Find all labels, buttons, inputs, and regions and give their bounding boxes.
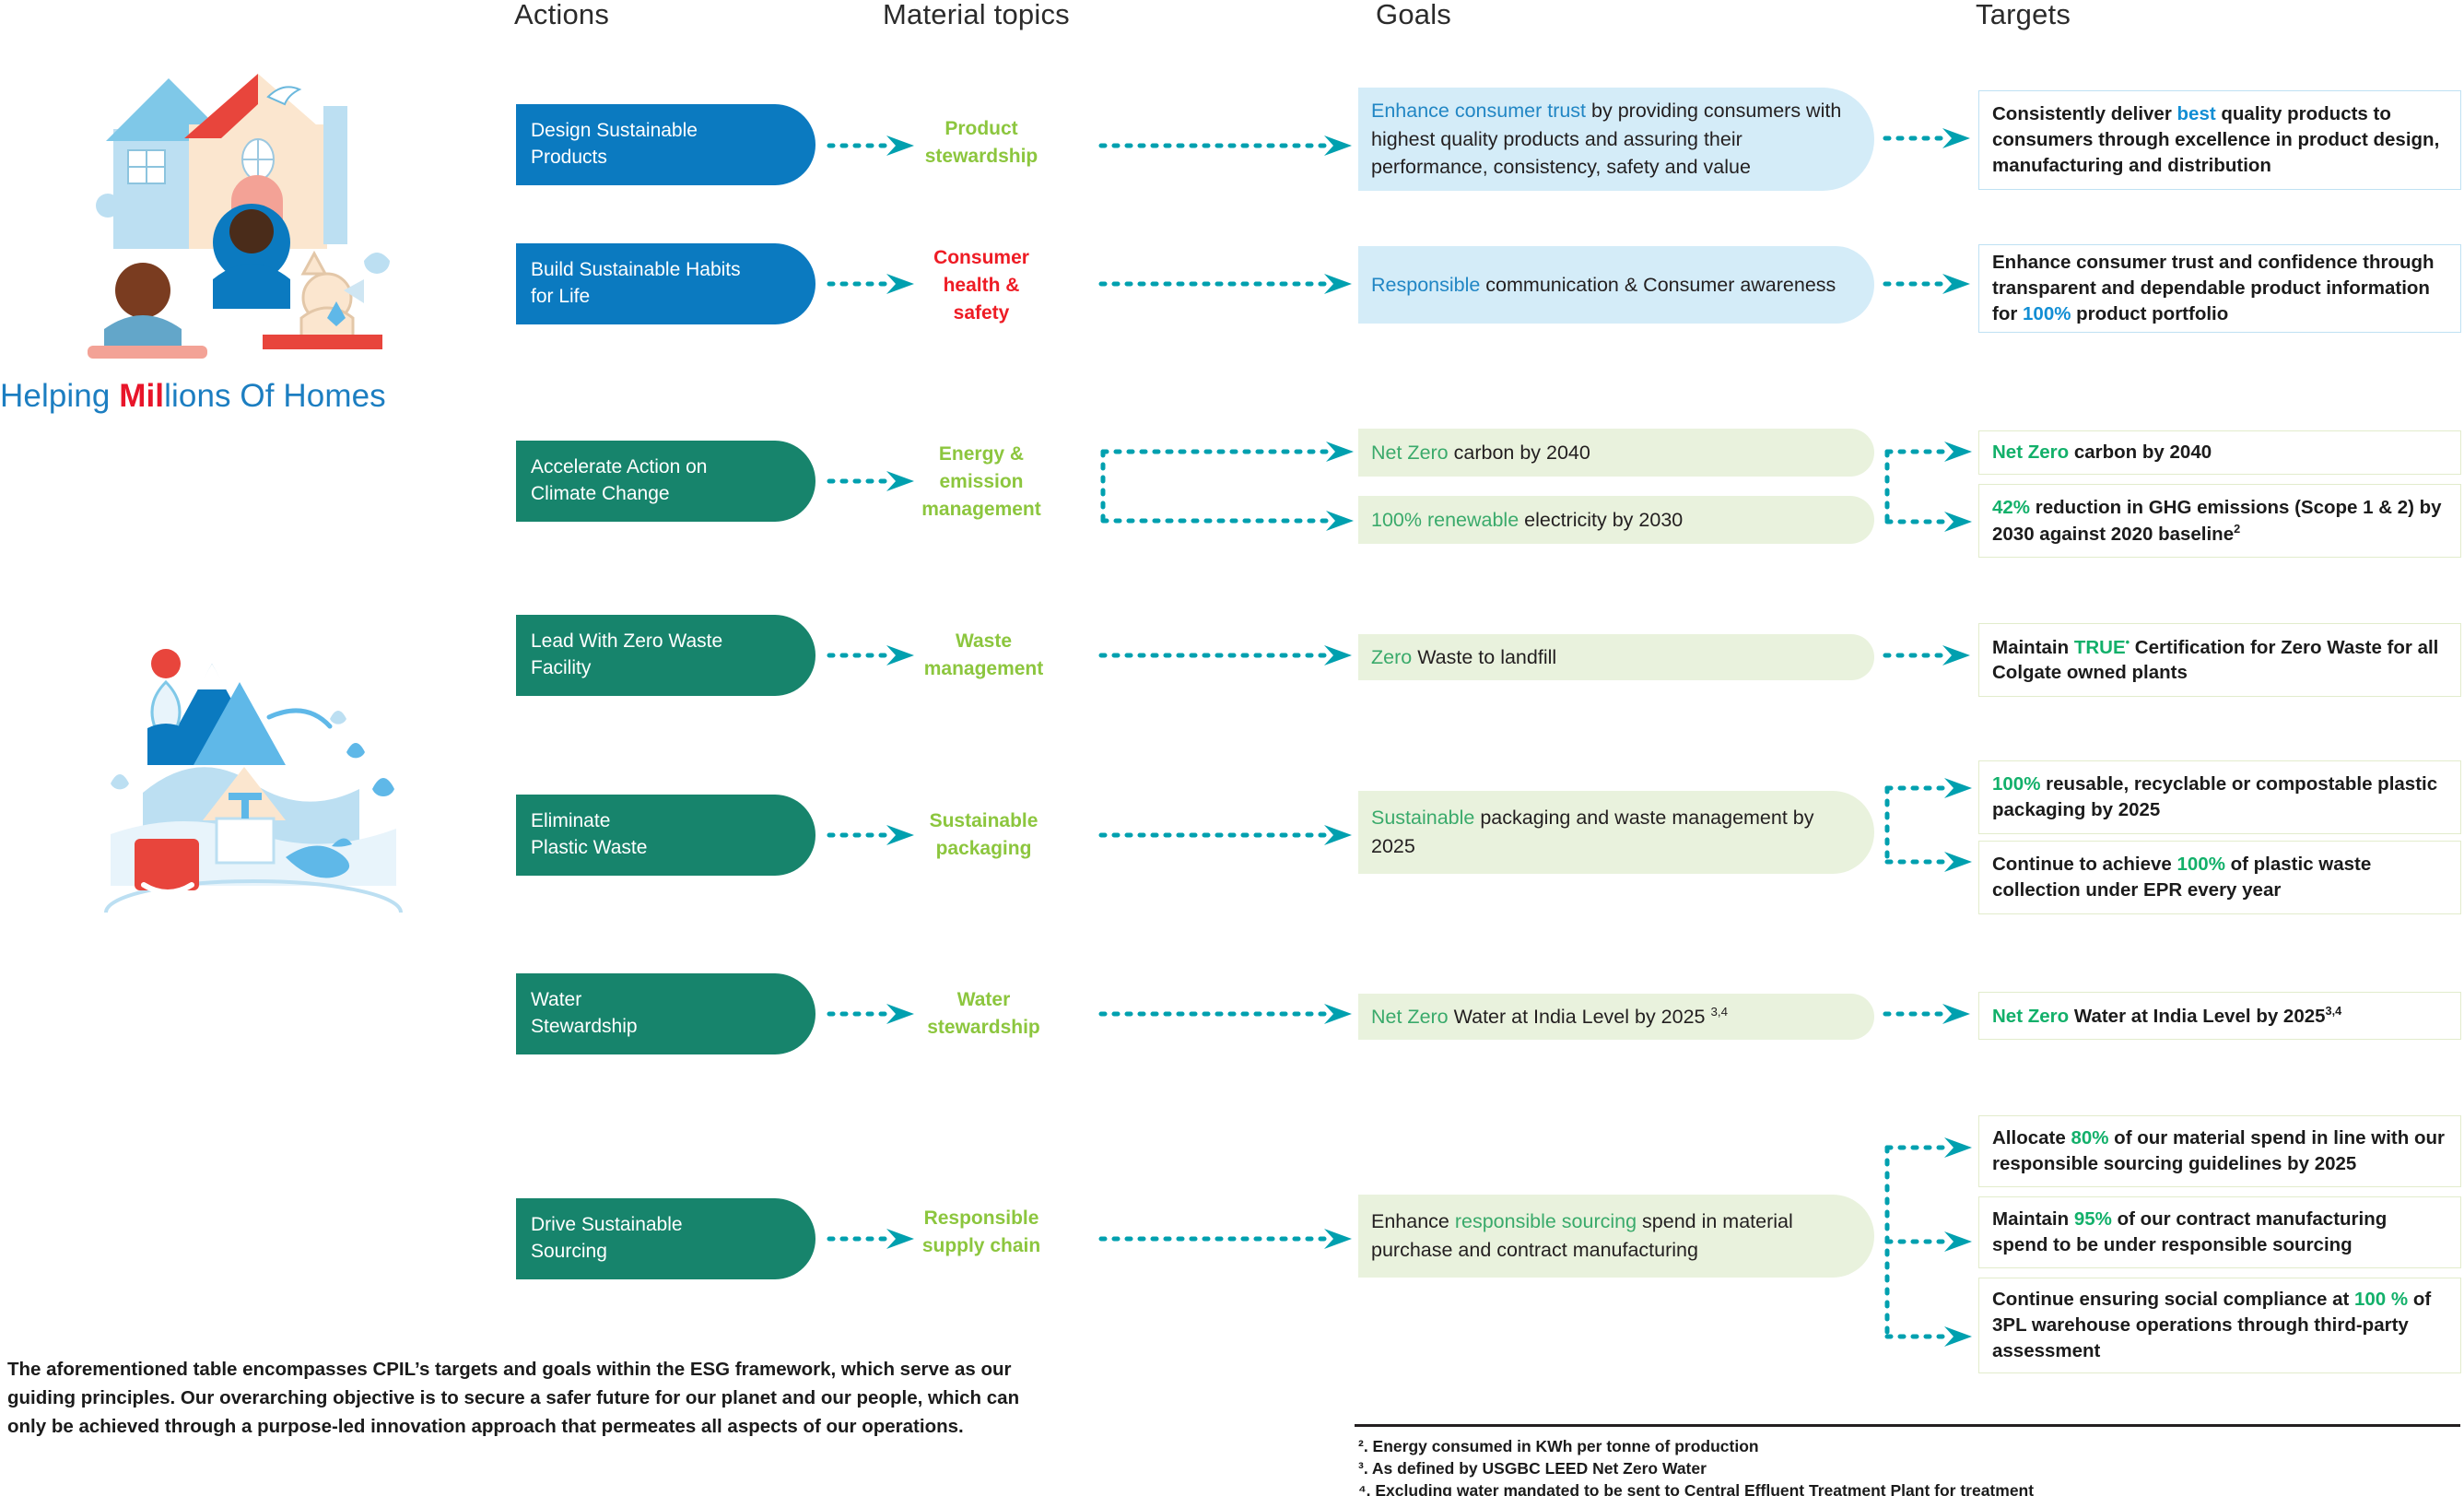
- connector-goal-to-target-1: [1883, 128, 1977, 153]
- goal-text: Net Zero Water at India Level by 2025 3,…: [1371, 1004, 1729, 1028]
- material-topic-water-stewardship: Water stewardship: [927, 989, 1040, 1038]
- connector-topic-to-goals-3: [1100, 442, 1368, 531]
- nature-water-illustration: [104, 649, 403, 913]
- target-box-2-1[interactable]: Enhance consumer trust and confidence th…: [1978, 244, 2461, 333]
- action-pill-eliminate-plastic-waste[interactable]: Eliminate Plastic Waste: [516, 795, 815, 876]
- action-label: Water Stewardship: [531, 989, 638, 1037]
- material-topic-waste-management: Waste management: [923, 630, 1044, 679]
- target-text: Net Zero carbon by 2040: [1992, 442, 2212, 464]
- goal-box-3-1[interactable]: Net Zero carbon by 2040: [1358, 429, 1874, 477]
- connector-topic-to-goal-7: [1098, 1229, 1359, 1254]
- action-label: Lead With Zero Waste Facility: [531, 630, 723, 678]
- goal-text: Net Zero carbon by 2040: [1371, 441, 1590, 464]
- goal-box-2-1[interactable]: Responsible communication & Consumer awa…: [1358, 246, 1874, 324]
- action-pill-lead-zero-waste-facility[interactable]: Lead With Zero Waste Facility: [516, 615, 815, 696]
- target-text: Continue to achieve 100% of plastic wast…: [1992, 854, 2372, 901]
- target-box-7-1[interactable]: Allocate 80% of our material spend in li…: [1978, 1115, 2461, 1187]
- connector-action-to-topic-4: [827, 645, 921, 670]
- column-header-goals: Goals: [1376, 0, 1451, 30]
- connector-topic-to-goal-1: [1098, 135, 1359, 160]
- connector-action-to-topic-7: [827, 1229, 921, 1254]
- connector-topic-to-goal-6: [1098, 1004, 1359, 1029]
- column-header-material-topics: Material topics: [883, 0, 1070, 30]
- action-pill-build-sustainable-habits[interactable]: Build Sustainable Habits for Life: [516, 243, 815, 324]
- goal-text: 100% renewable electricity by 2030: [1371, 508, 1684, 531]
- target-box-6-1[interactable]: Net Zero Water at India Level by 20253,4: [1978, 992, 2461, 1040]
- title-part-accent: Mil: [119, 378, 165, 414]
- title-part: lions Of Homes: [164, 378, 386, 414]
- goal-text: Enhance consumer trust by providing cons…: [1371, 99, 1842, 179]
- material-topic-product-stewardship: Product stewardship: [924, 118, 1038, 167]
- footnote-4: ⁴. Excluding water mandated to be sent t…: [1358, 1481, 2035, 1496]
- action-label: Accelerate Action on Climate Change: [531, 456, 708, 504]
- goal-box-7-1[interactable]: Enhance responsible sourcing spend in ma…: [1358, 1195, 1874, 1278]
- connector-action-to-topic-2: [827, 274, 921, 299]
- footnote-2: ². Energy consumed in KWh per tonne of p…: [1358, 1437, 1759, 1455]
- goal-text: Zero Waste to landfill: [1371, 645, 1557, 668]
- illustration-title-homes: Helping Millions Of Homes: [0, 378, 386, 415]
- goal-text: Enhance responsible sourcing spend in ma…: [1371, 1210, 1793, 1261]
- connector-topic-to-goal-5: [1098, 825, 1359, 850]
- target-box-4-1[interactable]: Maintain TRUE• Certification for Zero Wa…: [1978, 623, 2461, 697]
- footnote-divider: [1355, 1424, 2460, 1427]
- column-header-targets: Targets: [1976, 0, 2071, 30]
- target-text: 100% reusable, recyclable or compostable…: [1992, 773, 2438, 820]
- target-text: Continue ensuring social compliance at 1…: [1992, 1289, 2432, 1361]
- material-topic-sustainable-packaging: Sustainable packaging: [929, 810, 1038, 859]
- connector-action-to-topic-1: [827, 135, 921, 160]
- connector-goal-to-targets-3: [1884, 442, 1987, 532]
- connector-goal-to-target-4: [1883, 645, 1977, 670]
- action-label: Design Sustainable Products: [531, 120, 698, 168]
- goal-box-3-2[interactable]: 100% renewable electricity by 2030: [1358, 496, 1874, 544]
- action-pill-water-stewardship[interactable]: Water Stewardship: [516, 973, 815, 1054]
- target-box-1-1[interactable]: Consistently deliver best quality produc…: [1978, 90, 2461, 190]
- title-part: Helping: [0, 378, 120, 414]
- column-header-actions: Actions: [514, 0, 610, 30]
- house-family-illustration: [88, 74, 390, 359]
- target-box-3-2[interactable]: 42% reduction in GHG emissions (Scope 1 …: [1978, 484, 2461, 558]
- action-label: Build Sustainable Habits for Life: [531, 259, 741, 307]
- action-label: Drive Sustainable Sourcing: [531, 1214, 683, 1262]
- goal-box-5-1[interactable]: Sustainable packaging and waste manageme…: [1358, 791, 1874, 874]
- goal-box-6-1[interactable]: Net Zero Water at India Level by 2025 3,…: [1358, 994, 1874, 1040]
- connector-action-to-topic-6: [827, 1004, 921, 1029]
- connector-goal-to-targets-7: [1884, 1137, 1987, 1347]
- action-pill-design-sustainable-products[interactable]: Design Sustainable Products: [516, 104, 815, 185]
- target-box-7-3[interactable]: Continue ensuring social compliance at 1…: [1978, 1278, 2461, 1373]
- target-text: Net Zero Water at India Level by 20253,4: [1992, 1003, 2342, 1027]
- target-box-5-1[interactable]: 100% reusable, recyclable or compostable…: [1978, 760, 2461, 834]
- target-box-7-2[interactable]: Maintain 95% of our contract manufacturi…: [1978, 1196, 2461, 1268]
- target-text: Maintain TRUE• Certification for Zero Wa…: [1992, 634, 2439, 684]
- connector-goal-to-target-6: [1883, 1004, 1977, 1029]
- connector-goal-to-targets-5: [1884, 778, 1987, 872]
- connector-topic-to-goal-2: [1098, 274, 1359, 299]
- goal-text: Sustainable packaging and waste manageme…: [1371, 807, 1814, 857]
- target-text: Enhance consumer trust and confidence th…: [1992, 252, 2435, 324]
- target-text: Allocate 80% of our material spend in li…: [1992, 1127, 2445, 1174]
- material-topic-consumer-health-safety: Consumer health & safety: [933, 247, 1029, 324]
- action-pill-drive-sustainable-sourcing[interactable]: Drive Sustainable Sourcing: [516, 1198, 815, 1279]
- target-text: 42% reduction in GHG emissions (Scope 1 …: [1992, 496, 2442, 545]
- goal-text: Responsible communication & Consumer awa…: [1371, 273, 1836, 296]
- connector-topic-to-goal-4: [1098, 645, 1359, 670]
- goal-box-4-1[interactable]: Zero Waste to landfill: [1358, 634, 1874, 680]
- material-topic-energy-emission: Energy & emission management: [921, 443, 1041, 520]
- connector-action-to-topic-5: [827, 825, 921, 850]
- target-text: Consistently deliver best quality produc…: [1992, 103, 2440, 176]
- goal-box-1-1[interactable]: Enhance consumer trust by providing cons…: [1358, 88, 1874, 191]
- action-label: Eliminate Plastic Waste: [531, 810, 648, 858]
- bottom-note: The aforementioned table encompasses CPI…: [7, 1359, 1020, 1438]
- connector-action-to-topic-3: [827, 471, 921, 496]
- action-pill-accelerate-climate-action[interactable]: Accelerate Action on Climate Change: [516, 441, 815, 522]
- target-box-5-2[interactable]: Continue to achieve 100% of plastic wast…: [1978, 841, 2461, 914]
- material-topic-responsible-supply-chain: Responsible supply chain: [921, 1207, 1041, 1256]
- target-text: Maintain 95% of our contract manufacturi…: [1992, 1208, 2388, 1255]
- target-box-3-1[interactable]: Net Zero carbon by 2040: [1978, 430, 2461, 475]
- connector-goal-to-target-2: [1883, 274, 1977, 299]
- footnote-3: ³. As defined by USGBC LEED Net Zero Wat…: [1358, 1459, 1707, 1478]
